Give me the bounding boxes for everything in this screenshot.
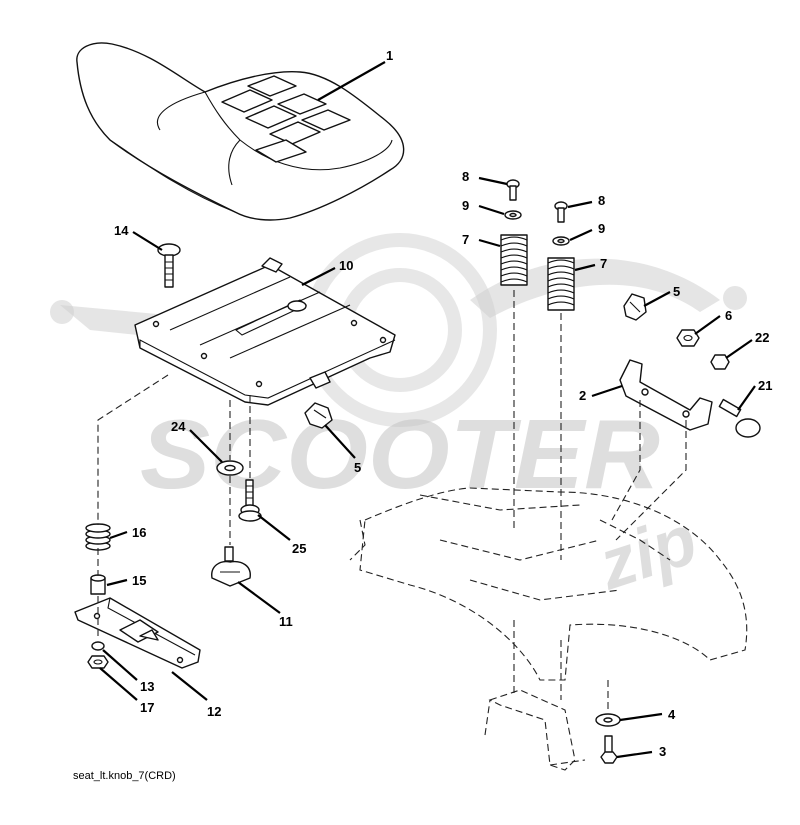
spring-bolt-left (506, 179, 520, 201)
shoulder-bolt (718, 398, 761, 438)
callout-5-right: 5 (673, 284, 680, 299)
callout-4: 4 (668, 707, 676, 722)
bolt-lower (600, 735, 618, 764)
callout-6: 6 (725, 308, 732, 323)
callout-11: 11 (279, 614, 293, 629)
callout-8-right: 8 (598, 193, 605, 208)
callout-7-left: 7 (462, 232, 469, 247)
callout-labels: 1 14 10 5 24 25 11 16 15 13 17 12 8 9 7 … (114, 48, 772, 759)
hex-nut-small (710, 354, 730, 370)
spring-small (85, 523, 111, 551)
watermark-suffix: zip (588, 500, 706, 605)
diagram-caption: seat_lt.knob_7(CRD) (73, 770, 176, 782)
spring-washer-right (552, 236, 570, 246)
callout-17: 17 (140, 700, 154, 715)
callout-24: 24 (171, 419, 186, 434)
callout-12: 12 (207, 704, 221, 719)
washer-left (216, 460, 244, 476)
callout-9-left: 9 (462, 198, 469, 213)
callout-15: 15 (132, 573, 146, 588)
cable-clip-left (304, 402, 333, 429)
callout-9-right: 9 (598, 221, 605, 236)
seat-pan (134, 257, 396, 406)
seat-spring-right (547, 257, 575, 311)
callout-7-right: 7 (600, 256, 607, 271)
callout-13: 13 (140, 679, 154, 694)
washer-small (87, 655, 109, 669)
callout-8-left: 8 (462, 169, 469, 184)
seat-slide-bracket (74, 597, 201, 669)
bolt-knob-mount (238, 479, 262, 522)
spring-bolt-right (554, 201, 568, 223)
seat-adjust-knob (211, 546, 251, 587)
seat-spring-left (500, 234, 528, 286)
callout-16: 16 (132, 525, 146, 540)
callout-14: 14 (114, 223, 129, 238)
watermark-logo: SCOOTER zip (50, 233, 747, 605)
callout-21: 21 (758, 378, 772, 393)
watermark-word: SCOOTER (140, 399, 660, 509)
seat-cushion (76, 42, 405, 221)
leader-lines (99, 61, 756, 759)
seat-hinge-bracket (619, 359, 713, 431)
assembly-lines (97, 290, 687, 712)
callout-10: 10 (339, 258, 353, 273)
callout-2: 2 (579, 388, 586, 403)
callout-25: 25 (292, 541, 306, 556)
callout-3: 3 (659, 744, 666, 759)
cable-clip-right (623, 293, 647, 321)
carriage-bolt (157, 243, 181, 288)
callout-22: 22 (755, 330, 769, 345)
rear-fender (349, 487, 748, 681)
lower-mount-bracket (484, 689, 586, 771)
callout-1: 1 (386, 48, 393, 63)
hex-nut-right (676, 329, 700, 347)
spring-washer-left (504, 210, 522, 220)
lock-nut-left (91, 641, 105, 651)
spacer-bushing (90, 574, 106, 595)
washer-lower (595, 713, 621, 727)
callout-5-left: 5 (354, 460, 361, 475)
